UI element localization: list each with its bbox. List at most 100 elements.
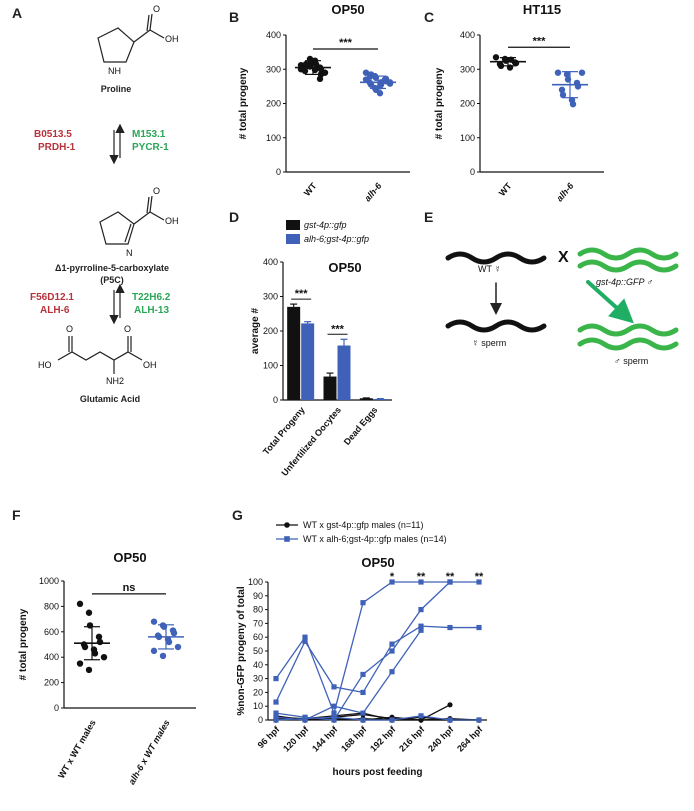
- y-tick-label: 0: [273, 395, 278, 405]
- data-point: [418, 623, 424, 629]
- atom-n: N: [126, 248, 133, 258]
- y-tick-label: 100: [263, 361, 278, 371]
- data-point: [96, 638, 104, 646]
- data-point: [558, 86, 566, 94]
- panel-letter-e: E: [424, 209, 433, 225]
- significance-label: **: [475, 571, 484, 583]
- legend-swatch: [286, 220, 300, 230]
- y-tick-label: 90: [253, 591, 263, 601]
- y-tick-label: 50: [253, 646, 263, 656]
- data-point: [165, 638, 173, 646]
- y-tick-label: 80: [253, 605, 263, 615]
- bar: [323, 376, 337, 400]
- gfp-male-worm-1: [577, 247, 679, 261]
- legend-label: WT x alh-6;gst-4p::gfp males (n=14): [303, 534, 447, 544]
- data-point: [559, 91, 567, 99]
- category-label: WT x WT males: [56, 718, 98, 780]
- x-tick-label: 192 hpf: [368, 724, 398, 754]
- data-point: [360, 689, 366, 695]
- legend-marker: [284, 522, 290, 528]
- enzyme-f56d12: F56D12.1: [30, 292, 74, 303]
- chart-title: OP50: [328, 260, 361, 275]
- cross-labels: WT ☿ ☿ sperm X gst-4p::GFP ♂ ♂ sperm: [472, 249, 653, 366]
- data-point: [360, 671, 366, 678]
- wt-herm-label: WT ☿: [478, 264, 501, 274]
- wt-worm-sperm: [445, 319, 547, 333]
- data-point: [389, 579, 395, 585]
- panel-letter-c: C: [424, 9, 434, 25]
- x-tick-label: 216 hpf: [397, 724, 427, 754]
- data-point: [85, 609, 93, 616]
- chart-title: OP50: [331, 2, 364, 17]
- data-point: [302, 634, 308, 640]
- data-point: [331, 703, 337, 709]
- y-tick-label: 200: [266, 99, 281, 109]
- y-tick-label: 100: [266, 133, 281, 143]
- series-line: [275, 715, 479, 721]
- y-tick-label: 200: [460, 99, 475, 109]
- data-point: [312, 60, 320, 68]
- series-line: [275, 629, 422, 721]
- bar: [301, 323, 315, 400]
- data-point: [150, 618, 158, 625]
- chart-title: OP50: [361, 555, 394, 570]
- x-tick-label: 240 hpf: [426, 724, 456, 754]
- data-point: [302, 638, 308, 644]
- y-tick-label: 0: [54, 703, 59, 713]
- data-point: [447, 624, 453, 631]
- gfp-progeny-worm-2: [577, 337, 679, 351]
- atom-o-4: O: [124, 324, 131, 334]
- y-tick-label: 300: [263, 292, 278, 302]
- data-point: [95, 633, 103, 641]
- data-point: [331, 684, 337, 690]
- data-point: [76, 600, 84, 608]
- legend-label: gst-4p::gfp: [304, 220, 347, 230]
- y-tick-label: 600: [44, 627, 59, 637]
- data-point: [360, 717, 366, 723]
- data-point: [476, 717, 482, 723]
- p5c-label-line2: (P5C): [100, 275, 124, 285]
- data-point: [418, 627, 424, 633]
- data-point: [447, 717, 453, 723]
- bar: [373, 398, 387, 400]
- category-label: Dead Eggs: [342, 405, 380, 447]
- data-point: [81, 643, 89, 651]
- data-point: [360, 600, 366, 606]
- legend-label: WT x gst-4p::gfp males (n=11): [303, 520, 423, 530]
- pathway-diagram: [57, 13, 165, 374]
- enzyme-alh6: ALH-6: [40, 305, 70, 316]
- data-point: [273, 714, 279, 720]
- x-tick-label: 144 hpf: [310, 724, 340, 754]
- data-point: [389, 669, 395, 675]
- enzyme-b0513: B0513.5: [34, 129, 72, 140]
- panel-letter-d: D: [229, 209, 239, 225]
- category-label: WT: [497, 180, 514, 198]
- data-point: [170, 629, 178, 637]
- data-point: [273, 699, 279, 705]
- chart-title: OP50: [113, 550, 146, 565]
- atom-oh-1: OH: [165, 34, 179, 44]
- y-tick-label: 400: [263, 257, 278, 267]
- atom-oh-3: OH: [143, 360, 157, 370]
- y-tick-label: 20: [253, 687, 263, 697]
- significance-label: ***: [331, 323, 345, 335]
- proline-structure: [97, 13, 165, 63]
- y-tick-label: 1000: [39, 576, 59, 586]
- bar: [337, 345, 351, 400]
- significance-label: ns: [123, 582, 136, 594]
- cross-x-mark: X: [558, 249, 569, 266]
- proline-label: Proline: [101, 84, 132, 94]
- data-point: [418, 713, 424, 719]
- x-tick-label: 264 hpf: [455, 724, 485, 754]
- significance-label: ***: [339, 37, 353, 49]
- y-axis-label: # total progeny: [238, 67, 249, 139]
- panel-letter-g: G: [232, 507, 243, 523]
- y-tick-label: 100: [248, 577, 263, 587]
- x-tick-label: 168 hpf: [339, 724, 369, 754]
- y-tick-label: 400: [266, 30, 281, 40]
- data-point: [578, 69, 586, 76]
